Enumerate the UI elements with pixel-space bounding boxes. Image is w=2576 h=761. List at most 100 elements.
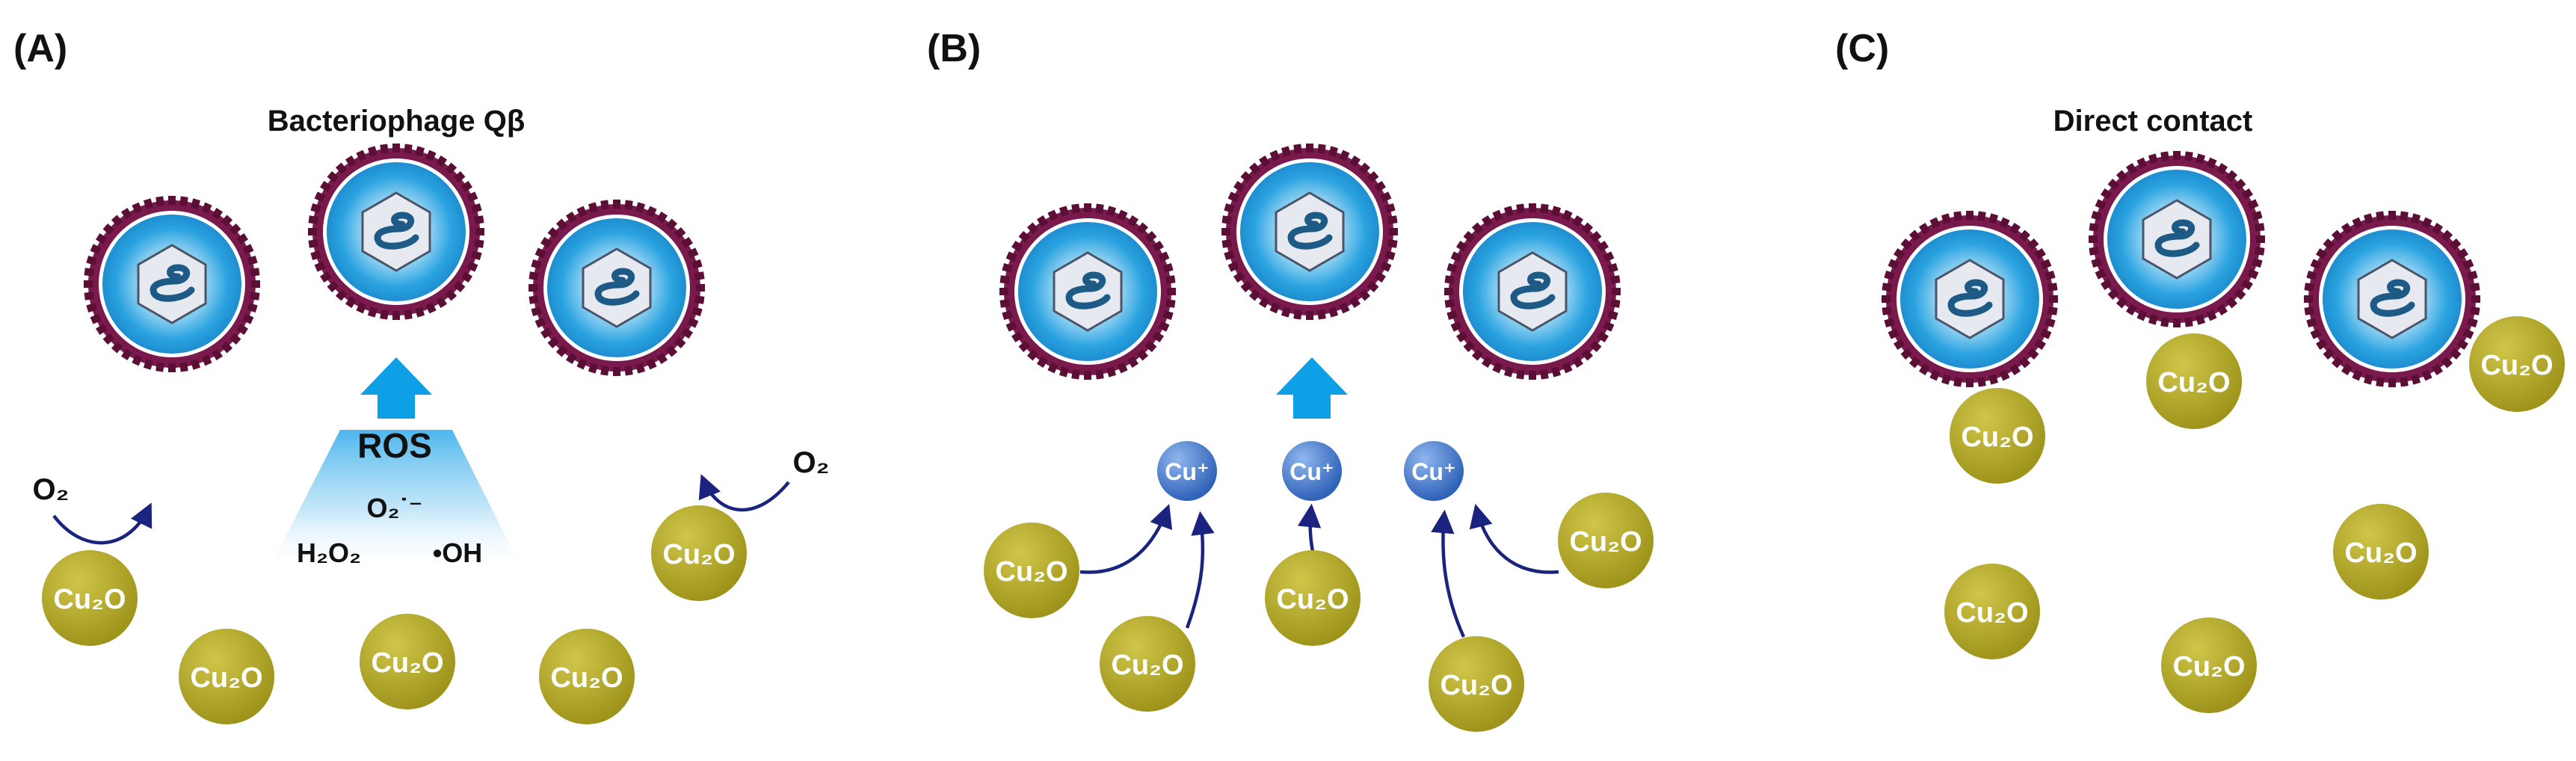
- phage-c-right: [2304, 211, 2480, 387]
- capsid-protein: [1018, 340, 1031, 353]
- capsid-protein: [1011, 240, 1023, 252]
- capsid-protein: [2116, 296, 2128, 309]
- cu2o-label: Cu₂O: [53, 584, 126, 615]
- peroxide-label: H₂O₂: [297, 537, 361, 568]
- capsid-protein: [694, 271, 705, 280]
- capsid-protein: [1481, 215, 1493, 227]
- capsid-protein: [1884, 270, 1895, 280]
- capsid-protein: [1240, 280, 1253, 293]
- arrow-b-1: [1079, 504, 1173, 574]
- capsid-protein: [1084, 371, 1091, 380]
- capsid-protein: [2241, 188, 2253, 200]
- capsid-protein: [624, 366, 633, 376]
- capsid-protein: [2441, 229, 2453, 242]
- capsid-protein: [1492, 209, 1503, 221]
- capsid-protein: [415, 306, 425, 318]
- capsid-protein: [201, 354, 212, 366]
- capsid-protein: [1607, 262, 1618, 273]
- cu2o-label: Cu₂O: [2344, 537, 2417, 569]
- capsid-protein: [1380, 191, 1392, 203]
- rna-genome: [1947, 279, 1993, 317]
- capsid-protein: [1158, 251, 1170, 262]
- capsid-protein: [696, 284, 705, 292]
- capsid-protein: [1005, 321, 1017, 332]
- capsid-protein: [1884, 318, 1895, 328]
- capsid-protein: [1516, 203, 1525, 214]
- capsid-protein: [1071, 369, 1080, 380]
- capsid-protein: [1221, 215, 1232, 224]
- capsid-protein: [1908, 229, 1921, 242]
- capsid-protein: [120, 208, 132, 220]
- capsid-protein: [1117, 362, 1128, 374]
- capsid-protein: [155, 196, 164, 206]
- capsid-protein: [531, 306, 542, 317]
- capsid-protein: [1463, 340, 1476, 353]
- capsid-protein: [588, 363, 598, 374]
- capsid-protein: [2136, 157, 2148, 169]
- cu2o-label: Cu₂O: [995, 556, 1067, 588]
- capsid-protein: [1269, 302, 1281, 314]
- capsid-protein: [547, 227, 560, 239]
- capsid-protein: [687, 317, 699, 328]
- capsid-protein: [1562, 209, 1573, 221]
- panel-title-a: Bacteriophage Qβ: [268, 105, 526, 138]
- capsid-protein: [84, 268, 94, 277]
- capsid-protein: [1306, 311, 1313, 320]
- phage-a-left: [84, 196, 260, 372]
- cu2o-a-3: Cu₂O: [360, 614, 455, 709]
- capsid-protein: [310, 250, 321, 261]
- capsid-protein: [466, 261, 478, 272]
- capsid-protein: [1444, 275, 1455, 284]
- capsid-protein: [681, 236, 693, 248]
- capsid-protein: [2449, 348, 2462, 360]
- capsid-protein: [1158, 321, 1170, 332]
- capsid-protein: [179, 196, 188, 206]
- arrow-layer: [52, 357, 1559, 638]
- capsid-protein: [356, 302, 367, 314]
- capsid-protein: [1162, 310, 1174, 321]
- capsid-protein: [1317, 309, 1326, 320]
- capsid-protein: [694, 295, 705, 304]
- capsid-protein: [1011, 331, 1023, 343]
- capsid-protein: [335, 289, 348, 301]
- rna-genome: [594, 268, 640, 306]
- capsid-protein: [674, 336, 686, 349]
- capsid-protein: [2216, 304, 2228, 315]
- capsid-protein: [540, 236, 552, 248]
- capsid-protein: [143, 198, 153, 209]
- capsid-protein: [1366, 280, 1379, 293]
- capsid-protein: [1529, 203, 1536, 212]
- cu2o-b-2: Cu₂O: [1100, 616, 1195, 712]
- capsid-protein: [1026, 348, 1039, 361]
- capsid-protein: [2173, 151, 2181, 160]
- capsid-protein: [1358, 289, 1371, 301]
- capsid-protein: [2470, 283, 2480, 292]
- capsid-protein: [2040, 259, 2052, 270]
- capsid-protein: [1127, 356, 1139, 368]
- capsid-protein: [1941, 374, 1951, 385]
- cu2o-c-3: Cu₂O: [2469, 316, 2565, 412]
- capsid-protein: [2089, 247, 2099, 256]
- capsid-protein: [1018, 230, 1031, 243]
- capsid-protein: [356, 150, 367, 161]
- capsid-protein: [1293, 144, 1302, 154]
- capsid-protein: [132, 354, 143, 366]
- capsid-protein: [308, 215, 318, 224]
- capsid-protein: [2323, 348, 2335, 360]
- capsid-protein: [1612, 288, 1621, 295]
- cu2o-c-1: Cu₂O: [1950, 388, 2045, 484]
- capsid-protein: [2206, 157, 2217, 169]
- capsid-protein: [635, 202, 646, 213]
- capsid-protein: [2400, 211, 2409, 221]
- ion-layer: Cu⁺Cu⁺Cu⁺: [1157, 441, 1464, 501]
- capsid-protein: [1607, 310, 1618, 321]
- ros-label: ROS: [357, 426, 432, 465]
- capsid-protein: [1281, 306, 1291, 318]
- capsid-protein: [345, 296, 357, 308]
- capsid-protein: [1471, 222, 1484, 235]
- capsid-protein: [2225, 170, 2238, 182]
- capsid-protein: [646, 206, 657, 218]
- arrow-b-5: [1469, 503, 1559, 574]
- cu2o-label: Cu₂O: [1569, 526, 1642, 558]
